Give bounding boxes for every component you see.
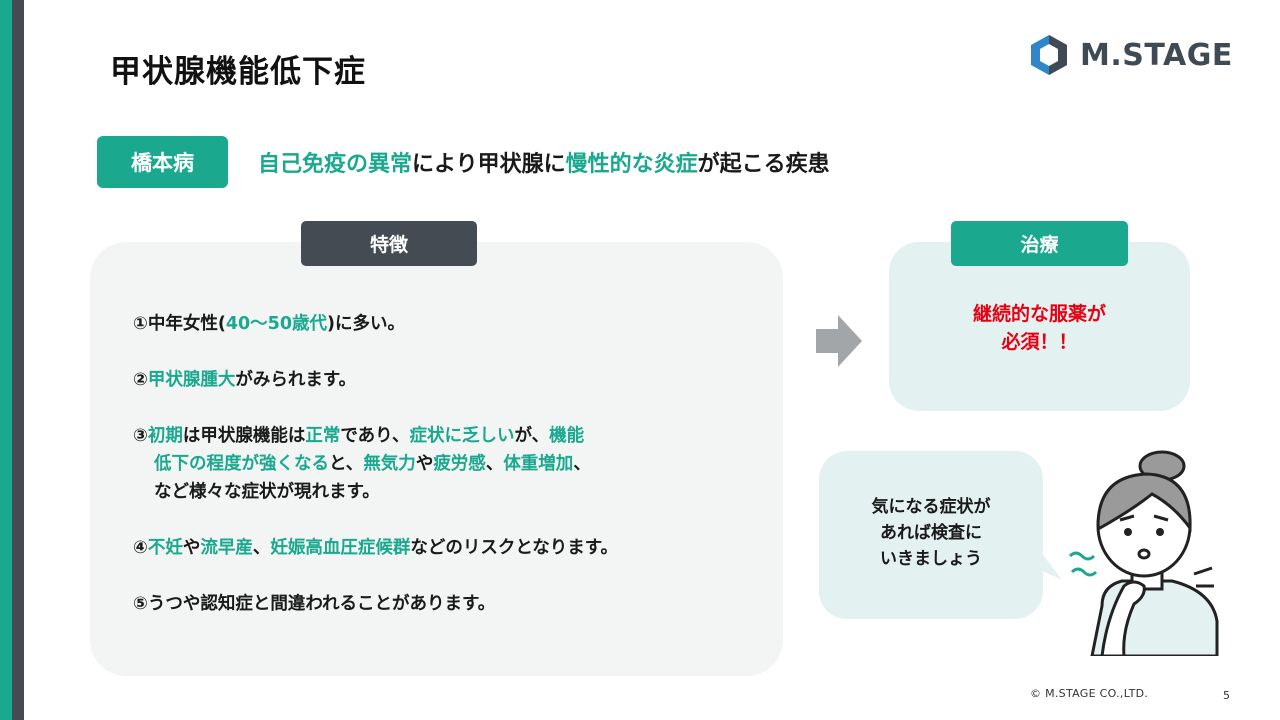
feature-text: 不妊 — [147, 538, 183, 558]
feature-line: ①中年女性(40～50歳代)に多い。 — [133, 310, 405, 338]
disease-definition: 自己免疫の異常により甲状腺に慢性的な炎症が起こる疾患 — [258, 146, 830, 178]
feature-text: 機能 — [549, 426, 585, 446]
feature-text: 症状に乏しい — [409, 426, 515, 446]
feature-line: ⑤うつや認知症と間違われることがあります。 — [133, 590, 495, 618]
feature-item: ③初期は甲状腺機能は正常であり、症状に乏しいが、機能低下の程度が強くなると、無気… — [133, 422, 591, 506]
feature-text: と、 — [329, 454, 364, 474]
definition-segment: 自己免疫の異常 — [258, 152, 413, 177]
feature-text: 、 — [485, 454, 504, 474]
feature-text: 、 — [573, 454, 591, 474]
feature-text: や — [415, 454, 434, 474]
advice-bubble — [819, 451, 1043, 619]
feature-text: は甲状腺機能は — [182, 426, 306, 446]
feature-text: 低下の程度が強くなる — [154, 454, 329, 474]
feature-text: ④ — [133, 538, 148, 558]
feature-text: ② — [133, 370, 148, 390]
features-panel — [90, 242, 783, 676]
copyright: © M.STAGE CO.,LTD. — [1030, 687, 1149, 700]
feature-text: 体重増加 — [503, 454, 574, 474]
feature-text: ⑤うつや認知症と間違われることがあります。 — [133, 594, 496, 614]
feature-text: が、 — [514, 426, 550, 446]
feature-line: ③初期は甲状腺機能は正常であり、症状に乏しいが、機能 — [133, 422, 591, 450]
definition-segment: 慢性的な炎症 — [565, 152, 698, 177]
feature-text: 甲状腺腫大 — [147, 370, 236, 390]
right-arrow-icon — [816, 315, 862, 367]
treatment-line-2: 必須！！ — [1001, 331, 1078, 353]
advice-line-2: あれば検査に — [880, 523, 982, 543]
advice-text: 気になる症状が あれば検査に いきましょう — [819, 494, 1043, 572]
speech-bubble-tail — [1032, 540, 1062, 580]
feature-line: など様々な症状が現れます。 — [133, 478, 591, 506]
advice-line-1: 気になる症状が — [871, 497, 991, 517]
treatment-line-1: 継続的な服薬が — [972, 303, 1106, 325]
feature-text: 無気力 — [363, 454, 416, 474]
definition-segment: が起こる疾患 — [697, 152, 830, 177]
feature-text: ①中年女性( — [133, 314, 226, 334]
feature-text: など様々な症状が現れます。 — [154, 482, 380, 502]
page-number: 5 — [1223, 689, 1230, 702]
feature-text: や — [182, 538, 201, 558]
slide-title: 甲状腺機能低下症 — [110, 54, 366, 90]
feature-text: 、 — [252, 538, 271, 558]
brand-name: M.STAGE — [1080, 37, 1233, 73]
features-heading: 特徴 — [301, 221, 477, 266]
feature-item: ②甲状腺腫大がみられます。 — [133, 366, 356, 394]
worried-woman-touching-neck-icon — [1068, 450, 1219, 656]
feature-line: 低下の程度が強くなると、無気力や疲労感、体重増加、 — [133, 450, 591, 478]
brand-logo: M.STAGE — [1028, 32, 1248, 78]
feature-text: であり、 — [340, 426, 410, 446]
treatment-panel — [889, 242, 1190, 411]
feature-text: などのリスクとなります。 — [410, 538, 619, 558]
feature-line: ②甲状腺腫大がみられます。 — [133, 366, 356, 394]
treatment-text: 継続的な服薬が 必須！！ — [889, 300, 1190, 356]
mstage-hexagon-logo-icon — [1031, 35, 1067, 75]
feature-text: 流早産 — [200, 538, 253, 558]
side-accent-bar — [0, 0, 24, 720]
feature-text: 初期 — [147, 426, 183, 446]
feature-text: ③ — [133, 426, 148, 446]
feature-text: 妊娠高血圧症候群 — [270, 538, 411, 558]
definition-segment: により甲状腺に — [412, 152, 566, 177]
feature-text: 40～50歳代 — [225, 314, 328, 334]
advice-line-3: いきましょう — [880, 549, 982, 569]
feature-text: 疲労感 — [433, 454, 486, 474]
feature-item: ⑤うつや認知症と間違われることがあります。 — [133, 590, 495, 618]
feature-line: ④不妊や流早産、妊娠高血圧症候群などのリスクとなります。 — [133, 534, 618, 562]
feature-text: がみられます。 — [235, 370, 357, 390]
feature-item: ①中年女性(40～50歳代)に多い。 — [133, 310, 405, 338]
feature-item: ④不妊や流早産、妊娠高血圧症候群などのリスクとなります。 — [133, 534, 618, 562]
disease-tag: 橋本病 — [97, 136, 228, 188]
feature-text: 正常 — [305, 426, 341, 446]
feature-text: )に多い。 — [327, 314, 406, 334]
treatment-heading: 治療 — [951, 221, 1128, 266]
